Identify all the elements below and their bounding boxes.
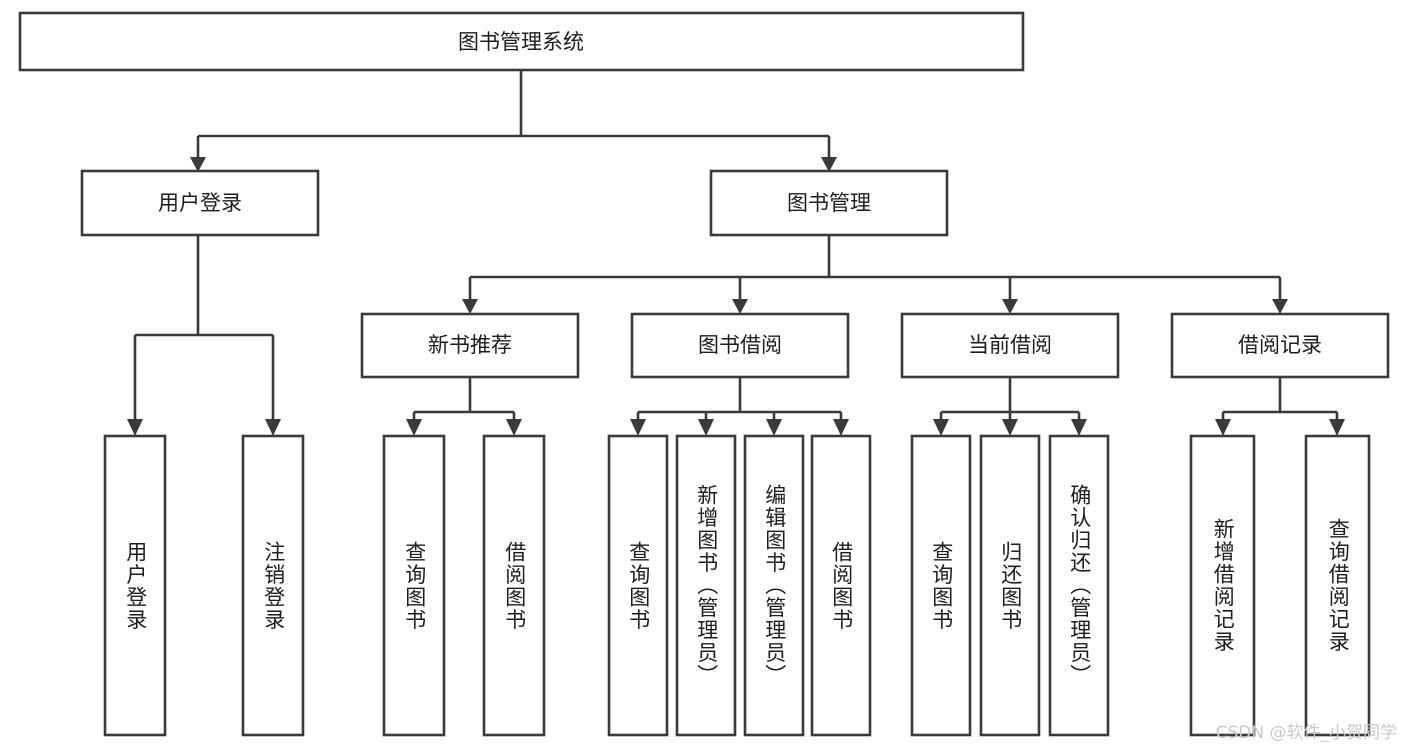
leaf-boxes	[103, 434, 1371, 737]
leaf-box-return-book[interactable]	[979, 434, 1041, 737]
leaf-box-add-book[interactable]	[675, 434, 737, 737]
node-user-login[interactable]: 用户登录	[80, 169, 320, 237]
leaf-box-query-record[interactable]	[1304, 434, 1371, 737]
node-user-login-label: 用户登录	[158, 191, 242, 215]
node-book-manage[interactable]: 图书管理	[709, 169, 949, 237]
node-root[interactable]: 图书管理系统	[18, 11, 1025, 72]
connector-borrowrecord-to-leaves	[1215, 377, 1345, 436]
connector-currentborrow-to-leaves	[933, 377, 1087, 436]
leaf-box-confirm-return[interactable]	[1048, 434, 1110, 737]
node-borrow-record-label: 借阅记录	[1238, 333, 1322, 357]
leaf-box-edit-book[interactable]	[743, 434, 805, 737]
leaf-box-query-book-2[interactable]	[607, 434, 669, 737]
connector-bookborrow-to-leaves	[630, 377, 849, 436]
node-new-book-rec-label: 新书推荐	[428, 333, 512, 357]
node-borrow-record[interactable]: 借阅记录	[1170, 312, 1390, 379]
node-book-borrow[interactable]: 图书借阅	[630, 312, 850, 379]
node-current-borrow[interactable]: 当前借阅	[900, 312, 1120, 379]
connector-newbook-to-leaves	[406, 377, 522, 436]
leaf-box-add-record[interactable]	[1189, 434, 1256, 737]
node-root-label: 图书管理系统	[458, 30, 584, 54]
node-current-borrow-label: 当前借阅	[968, 333, 1052, 357]
leaf-box-query-book-3[interactable]	[910, 434, 972, 737]
node-new-book-rec[interactable]: 新书推荐	[360, 312, 580, 379]
leaf-box-borrow-book-2[interactable]	[810, 434, 872, 737]
node-book-borrow-label: 图书借阅	[698, 333, 782, 357]
connector-root-to-level2	[190, 70, 837, 172]
leaf-box-borrow-book-1[interactable]	[482, 434, 546, 737]
node-book-manage-label: 图书管理	[787, 191, 871, 215]
leaf-box-query-book-1[interactable]	[382, 434, 446, 737]
csdn-watermark: CSDN @软件_小贺同学	[1215, 723, 1397, 743]
connector-bookmanage-to-level3	[462, 235, 1288, 314]
connector-userlogin-to-leaves	[127, 235, 281, 436]
leaf-box-user-logout[interactable]	[241, 434, 305, 737]
leaf-box-user-login[interactable]	[103, 434, 167, 737]
